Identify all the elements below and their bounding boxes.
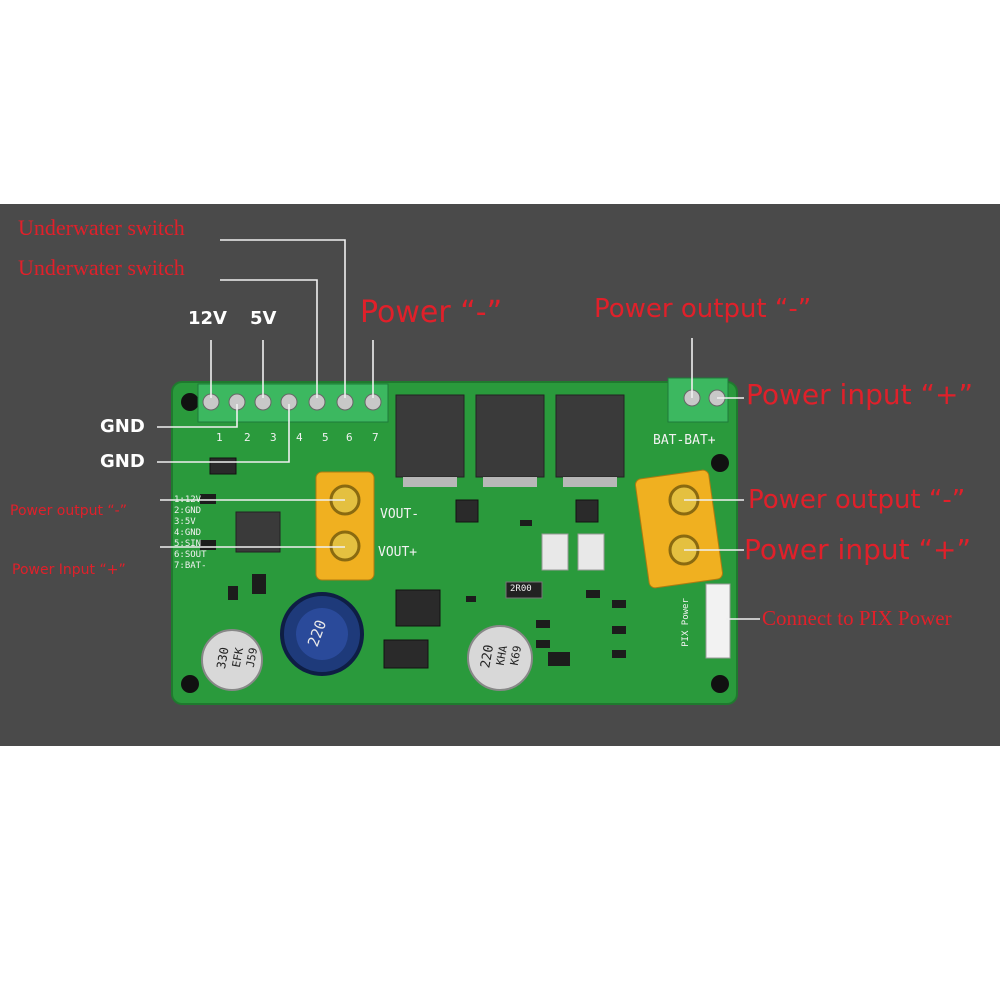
switch-block — [577, 533, 605, 571]
pin-list-item: 7:BAT- — [174, 561, 207, 571]
power-minus-label: Power “-” — [360, 295, 503, 330]
terminal-number: 6 — [346, 431, 353, 444]
terminal-number: 5 — [322, 431, 329, 444]
gnd-label: GND — [100, 451, 145, 472]
vout-plus-label: VOUT+ — [378, 545, 418, 560]
power-input-label: Power input “+” — [746, 378, 973, 411]
power-output-label: Power output “-” — [10, 503, 127, 519]
pin-list-item: 1:12V — [174, 495, 202, 505]
voltage-12v-label: 12V — [188, 308, 227, 329]
terminal-number: 1 — [216, 431, 223, 444]
pin-list-item: 2:GND — [174, 506, 202, 516]
leader-lines — [157, 239, 760, 620]
underwater-switch-label: Underwater switch — [18, 215, 185, 240]
voltage-regulator — [235, 511, 281, 553]
cap-right-marking: 220 — [478, 643, 498, 670]
power-resistor — [505, 581, 543, 599]
power-output-label: Power output “-” — [748, 485, 966, 515]
gnd-label: GND — [100, 416, 145, 437]
smd-chip — [383, 639, 429, 669]
capacitor-right — [467, 625, 533, 691]
mounting-hole — [711, 454, 729, 472]
pix-connector-label: PIX Power — [680, 598, 691, 647]
pix-power-connector — [705, 583, 731, 659]
pin-list-item: 5:SIN — [174, 539, 202, 549]
cap-left-marking: 330 — [214, 646, 232, 670]
power-output-label: Power output “-” — [594, 294, 812, 324]
capacitor-left — [201, 629, 263, 691]
mosfet — [555, 394, 625, 478]
switch-block — [541, 533, 569, 571]
pin-list-item: 4:GND — [174, 528, 202, 538]
terminal-number: 4 — [296, 431, 303, 444]
xt60-connector-right — [634, 469, 724, 589]
pin-list-item: 6:SOUT — [174, 550, 207, 560]
mounting-hole — [181, 675, 199, 693]
terminal-number: 7 — [372, 431, 379, 444]
smd-chip — [209, 457, 237, 475]
mosfet-row — [395, 394, 625, 487]
power-input-label: Power Input “+” — [12, 562, 126, 578]
cap-right-marking: K69 — [507, 644, 525, 667]
terminal-number: 3 — [270, 431, 277, 444]
mounting-hole — [181, 393, 199, 411]
smd-chip — [575, 499, 599, 523]
xt60-connector-left — [315, 471, 375, 581]
cap-left-marking: J59 — [243, 646, 261, 669]
vout-minus-label: VOUT- — [380, 507, 420, 522]
terminal-number: 2 — [244, 431, 251, 444]
mosfet — [475, 394, 545, 478]
voltage-5v-label: 5V — [250, 308, 277, 329]
pix-power-label: Connect to PIX Power — [762, 606, 952, 630]
mosfet — [395, 394, 465, 478]
power-input-label: Power input “+” — [744, 533, 971, 566]
resistor-marking: 2R00 — [510, 584, 532, 594]
bat-label: BAT-BAT+ — [653, 433, 716, 448]
pin-list-item: 3:5V — [174, 517, 196, 527]
mounting-hole — [711, 675, 729, 693]
smd-chip — [395, 589, 441, 627]
underwater-switch-label: Underwater switch — [18, 255, 185, 280]
smd-chip — [455, 499, 479, 523]
